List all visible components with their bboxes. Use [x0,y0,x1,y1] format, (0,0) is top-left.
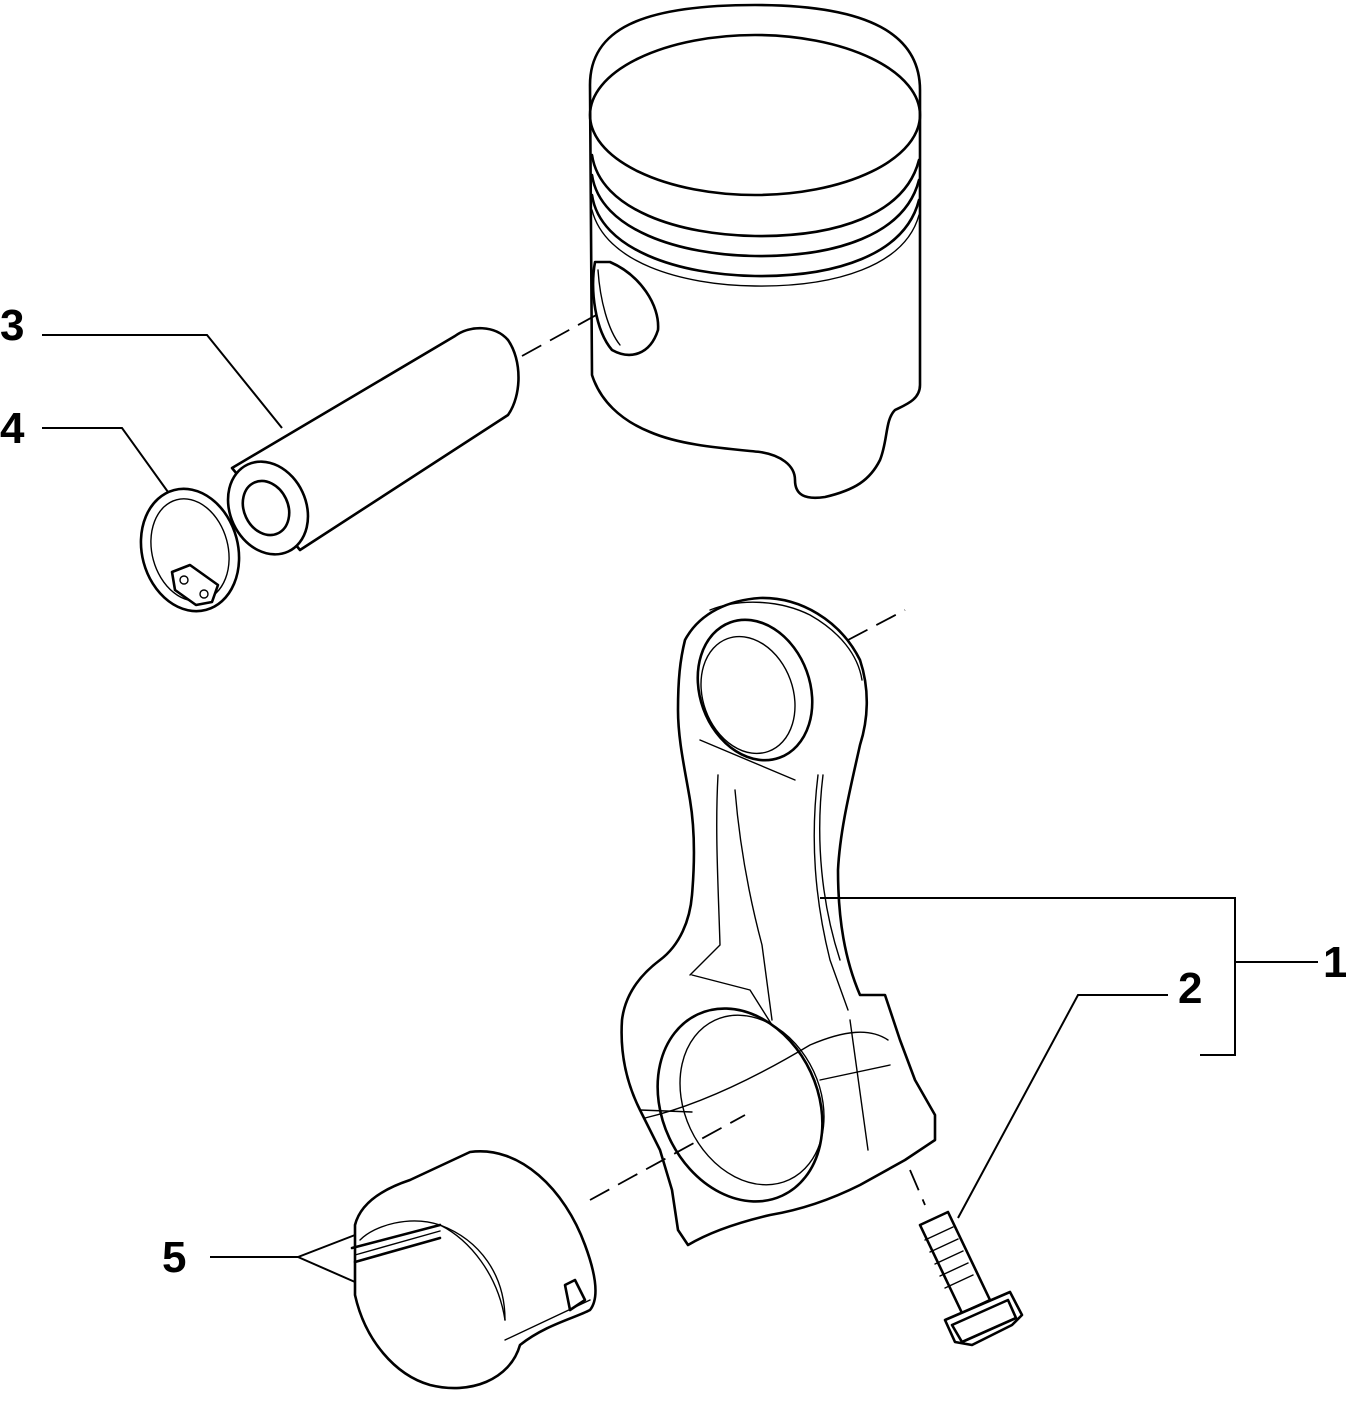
centerlines [521,313,926,1206]
callout-5: 5 [162,1233,186,1282]
connecting-rod-bolt [918,1210,1024,1347]
piston-pin [226,326,520,556]
callout-3: 3 [0,301,24,350]
callouts: 1 2 3 4 5 [0,301,1346,1282]
bearing-shell [350,1149,597,1390]
snap-ring [139,487,241,613]
callout-1: 1 [1323,938,1346,987]
callout-4: 4 [0,404,25,453]
leader-lines [42,334,1318,1283]
callout-2: 2 [1178,964,1202,1013]
connecting-rod [620,596,937,1247]
piston [588,3,922,500]
